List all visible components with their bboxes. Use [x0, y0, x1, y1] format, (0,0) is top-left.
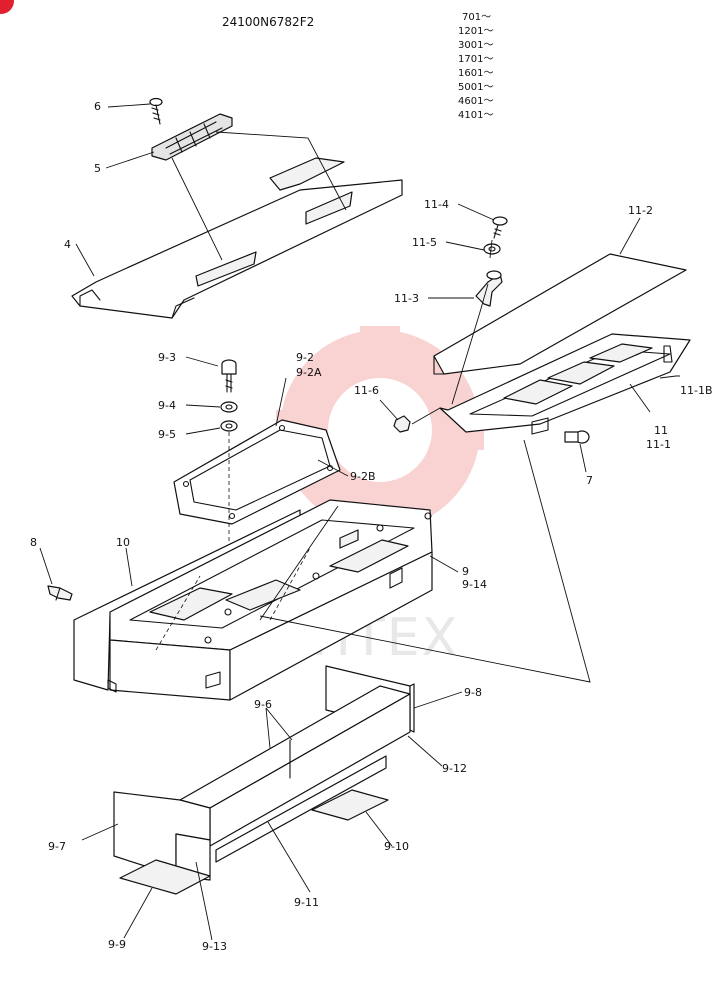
callout-label: 7: [586, 474, 593, 487]
serial-item: 1701～: [458, 54, 493, 65]
callout-label: 9-5: [158, 428, 176, 441]
callout-label: 9: [462, 565, 469, 578]
washer-part: [483, 243, 501, 255]
main-housing-part: [73, 499, 433, 701]
pin-part: [564, 430, 590, 444]
callout-label: 8: [30, 536, 37, 549]
pad-part: [119, 859, 211, 895]
callout-label: 9-2B: [350, 470, 376, 483]
serial-item: 701～: [462, 12, 491, 23]
screw-part: [47, 585, 73, 601]
callout-label: 6: [94, 100, 101, 113]
callout-label: 11-1B: [680, 384, 713, 397]
serial-item: 3001～: [458, 40, 493, 51]
callout-label: 9-3: [158, 351, 176, 364]
screw-part: [149, 97, 163, 125]
callout-label: 11-3: [394, 292, 419, 305]
callout-label: 9-2: [296, 351, 314, 364]
callout-label: 11: [654, 424, 668, 437]
callout-label: 11-6: [354, 384, 379, 397]
callout-labels: 6 5 4 11-4 11-5 11-3 11-2 11-1B 11 11-1 …: [30, 100, 713, 953]
serial-item: 4601～: [458, 96, 493, 107]
callout-label: 9-7: [48, 840, 66, 853]
serial-item: 1201～: [458, 26, 493, 37]
serial-item: 5001～: [458, 82, 493, 93]
top-cover-part: [71, 157, 403, 319]
callout-label: 9-13: [202, 940, 227, 953]
callout-label: 9-8: [464, 686, 482, 699]
callout-label: 11-5: [412, 236, 437, 249]
bottom-plate-part: [215, 755, 387, 863]
tray-frame-part: [439, 333, 691, 435]
serial-item: 4101～: [458, 110, 493, 121]
bolt-part: [221, 359, 237, 393]
callout-label: 10: [116, 536, 130, 549]
callout-label: 5: [94, 162, 101, 175]
callout-label: 9-6: [254, 698, 272, 711]
callout-label: 11-2: [628, 204, 653, 217]
washer-part: [220, 420, 238, 432]
callout-label: 4: [64, 238, 71, 251]
callout-label: 9-10: [384, 840, 409, 853]
tray-cover-part: [433, 253, 687, 375]
callout-label: 9-4: [158, 399, 176, 412]
window-part: [151, 113, 233, 161]
callout-label: 11-4: [424, 198, 449, 211]
part-number: 24100N6782F2: [222, 15, 314, 29]
callout-label: 9-14: [462, 578, 487, 591]
callout-label: 9-12: [442, 762, 467, 775]
callout-label: 11-1: [646, 438, 671, 451]
serial-item: 1601～: [458, 68, 493, 79]
callout-label: 9-2A: [296, 366, 322, 379]
serial-list: 701～ 1201～ 3001～ 1701～ 1601～ 5001～ 4601～…: [458, 12, 493, 121]
callout-label: 9-9: [108, 938, 126, 951]
leader-lines: [39, 103, 680, 941]
callout-label: 9-11: [294, 896, 319, 909]
screw-part: [492, 216, 508, 239]
washer-part: [220, 401, 238, 413]
pad-part: [311, 789, 389, 821]
link-arm-part: [475, 270, 503, 307]
